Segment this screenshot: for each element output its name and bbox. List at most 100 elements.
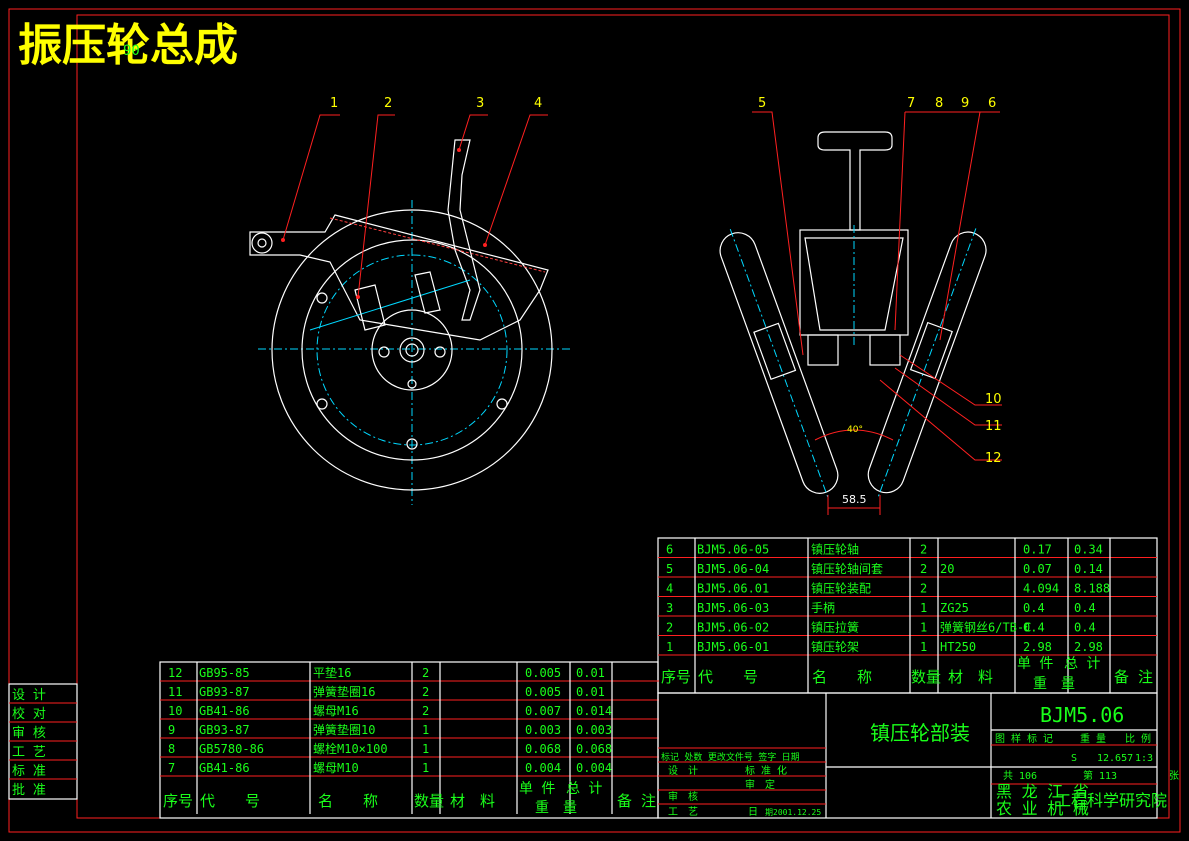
check-label: 审 核	[668, 790, 698, 803]
side-strip: 设 计校 对审 核工 艺标 准批 准	[8, 683, 78, 800]
side-strip-label: 审 核	[12, 726, 46, 741]
lt-cell-name: 弹簧垫圈10	[313, 722, 375, 737]
lt-cell-qty: 2	[422, 704, 429, 718]
rt-cell-unit: 0.17	[1023, 543, 1052, 557]
rt-cell-material: ZG25	[940, 601, 969, 615]
lt-cell-code: GB93-87	[199, 723, 250, 737]
rt-hdr-code: 代 号	[698, 668, 758, 686]
lt-cell-total: 0.068	[576, 742, 612, 756]
rt-hdr-weight: 重 量	[1033, 676, 1075, 692]
rt-cell-no: 6	[666, 543, 673, 557]
rt-cell-name: 镇压拉簧	[811, 620, 859, 635]
rt-cell-material: 20	[940, 562, 954, 576]
lt-cell-no: 10	[168, 704, 182, 718]
design-label: 设 计	[668, 764, 698, 777]
lt-cell-total: 0.004	[576, 761, 612, 775]
rt-hdr-no: 序号	[661, 668, 691, 686]
rt-cell-material: 弹簧钢丝6/TB-C	[940, 620, 1031, 635]
change-row: 标记 处数 更改文件号 签字 日期	[661, 751, 800, 763]
lt-cell-unit: 0.003	[525, 723, 561, 737]
callout-2: 2	[384, 96, 392, 111]
rt-cell-name: 镇压轮轴	[811, 542, 859, 557]
rt-cell-total: 0.4	[1074, 601, 1096, 615]
lt-hdr-no: 序号	[163, 792, 193, 810]
rt-cell-name: 镇压轮装配	[811, 582, 871, 596]
lt-hdr-name: 名 称	[318, 792, 378, 810]
lt-cell-no: 7	[168, 761, 175, 775]
rt-hdr-qty: 数量	[911, 668, 941, 686]
lt-cell-code: GB41-86	[199, 704, 250, 718]
side-strip-label: 批 准	[12, 783, 46, 798]
sheet-suffix: 张	[1169, 770, 1179, 782]
lt-hdr-qty: 数量	[414, 792, 444, 810]
lt-cell-no: 11	[168, 685, 182, 699]
rt-cell-code: BJM5.06-05	[697, 543, 769, 557]
rt-cell-no: 2	[666, 621, 673, 635]
lt-cell-name: 螺母M16	[313, 704, 359, 718]
approve-label: 审 定	[745, 778, 775, 791]
rt-hdr-remark: 备 注	[1114, 668, 1153, 686]
rt-cell-code: BJM5.06-04	[697, 562, 769, 576]
scale-value: 1:3	[1135, 753, 1153, 764]
drawing-title: 振压轮总成	[18, 20, 238, 71]
side-strip-label: 工 艺	[12, 745, 46, 760]
rt-cell-qty: 1	[920, 621, 927, 635]
stage-labels: 图 样 标 记	[995, 732, 1053, 745]
side-strip-label: 标 准	[12, 764, 46, 779]
callout-9: 9	[961, 96, 969, 111]
callout-6: 6	[988, 96, 996, 111]
sheet-number: 第 113	[1083, 769, 1117, 782]
lt-cell-unit: 0.005	[525, 685, 561, 699]
lt-cell-code: GB5780-86	[199, 742, 264, 756]
institute-line-2: 农 业 机 械	[996, 799, 1089, 818]
process-label: 工 艺	[668, 806, 698, 818]
rt-cell-unit: 0.4	[1023, 601, 1045, 615]
rt-hdr-name: 名 称	[812, 668, 872, 686]
lt-hdr-unit: 单 件	[519, 781, 555, 797]
stage-value: S	[1071, 753, 1077, 764]
rt-cell-qty: 1	[920, 640, 927, 654]
rt-cell-unit: 0.07	[1023, 562, 1052, 576]
lt-cell-qty: 1	[422, 723, 429, 737]
callout-4: 4	[534, 96, 542, 111]
rt-cell-code: BJM5.06.01	[697, 582, 769, 596]
callout-8: 8	[935, 96, 943, 111]
rt-cell-unit: 4.094	[1023, 582, 1059, 596]
lt-cell-total: 0.014	[576, 704, 612, 718]
rt-cell-unit: 2.98	[1023, 640, 1052, 654]
lt-cell-name: 平垫16	[313, 665, 351, 680]
rt-cell-no: 3	[666, 601, 673, 615]
lt-cell-name: 弹簧垫圈16	[313, 684, 375, 699]
rt-hdr-material: 材 料	[948, 668, 993, 686]
lt-cell-unit: 0.068	[525, 742, 561, 756]
date-label: 日	[748, 807, 758, 818]
rt-cell-material: HT250	[940, 640, 976, 654]
callout-11: 11	[985, 419, 1002, 434]
lt-cell-code: GB93-87	[199, 685, 250, 699]
lt-cell-qty: 2	[422, 666, 429, 680]
lt-cell-code: GB41-86	[199, 761, 250, 775]
sheets-total: 共 106	[1003, 770, 1037, 782]
lt-hdr-material: 材 料	[450, 792, 495, 810]
lt-cell-total: 0.01	[576, 685, 605, 699]
lt-cell-no: 9	[168, 723, 175, 737]
lt-hdr-weight: 重 量	[535, 800, 577, 816]
rt-cell-qty: 2	[920, 582, 927, 596]
callout-10: 10	[985, 392, 1002, 407]
rt-cell-qty: 2	[920, 562, 927, 576]
lt-hdr-code: 代 号	[200, 792, 260, 810]
outer-border	[8, 8, 1181, 833]
weight-label: 重 量	[1080, 732, 1106, 745]
date-value: 期2001.12.25	[765, 808, 821, 817]
standard-label: 标 准 化	[745, 764, 787, 777]
callout-5: 5	[758, 96, 766, 111]
institute-line-1: 黑 龙 江 省	[996, 782, 1089, 801]
width-dimension: 58.5	[842, 493, 867, 506]
lt-cell-qty: 1	[422, 761, 429, 775]
overlap-text: 90	[123, 43, 140, 59]
rt-cell-total: 2.98	[1074, 640, 1103, 654]
side-strip-label: 校 对	[12, 706, 46, 722]
lt-cell-total: 0.01	[576, 666, 605, 680]
side-strip-label: 设 计	[12, 688, 46, 703]
